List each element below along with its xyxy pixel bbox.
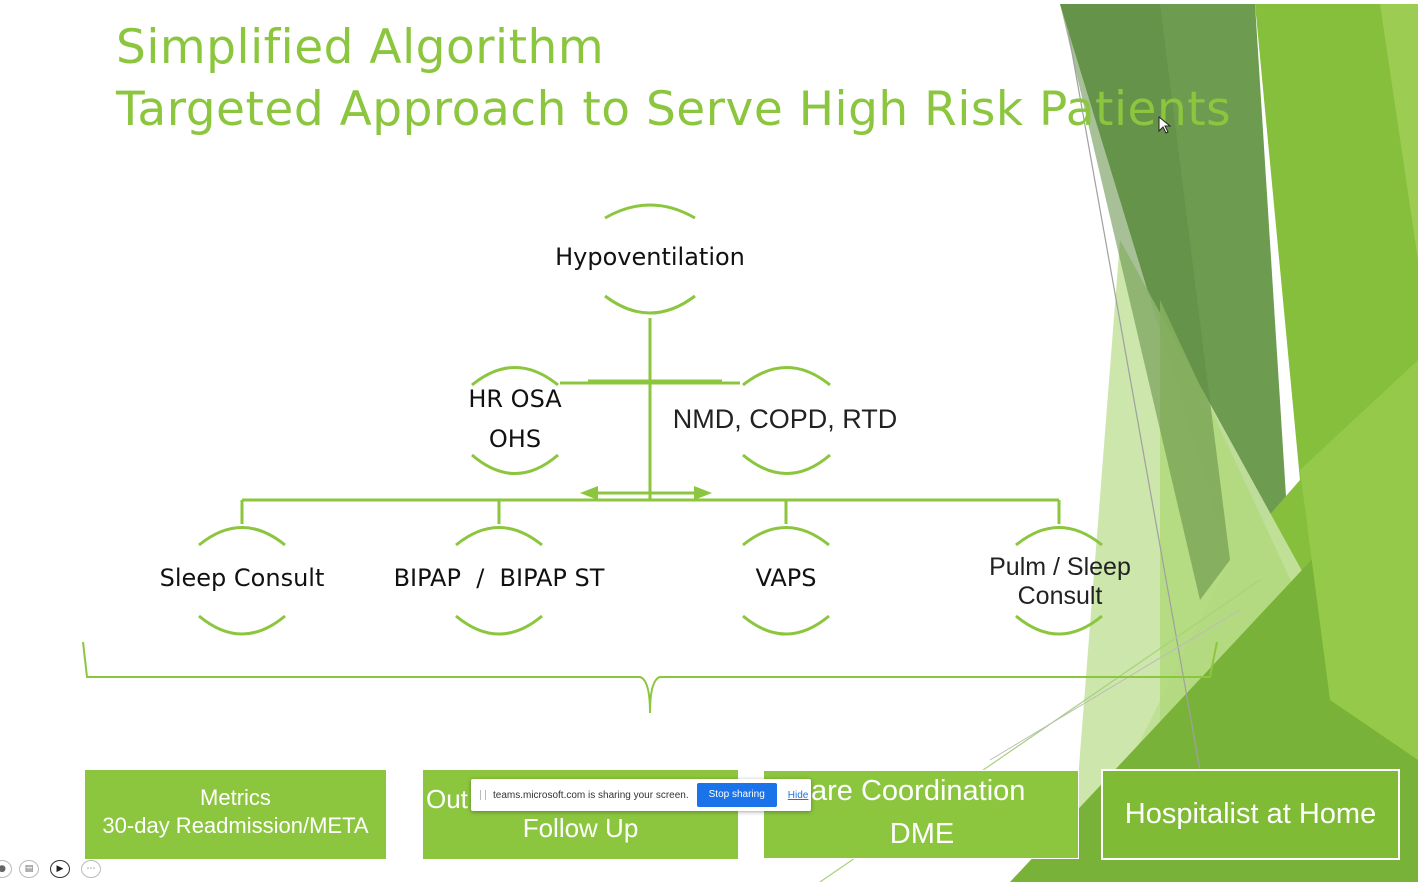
arrow-head-right: [694, 486, 712, 500]
outpatient-title: Out: [426, 784, 468, 814]
node-hypoventilation: Hypoventilation: [555, 243, 745, 271]
hospitalist-label: Hospitalist at Home: [1124, 798, 1377, 830]
stop-sharing-button[interactable]: Stop sharing: [696, 783, 777, 807]
mouse-cursor-icon: [1158, 116, 1172, 134]
metrics-title: Metrics: [200, 785, 271, 810]
right-node-arc-bottom: [742, 453, 831, 475]
right-node-arc-top: [742, 366, 831, 387]
leaf3-arc-bottom: [742, 614, 830, 636]
camera-icon[interactable]: ▶: [50, 860, 70, 878]
metrics-box: Metrics 30-day Readmission/META: [85, 770, 386, 859]
captions-icon[interactable]: ▤: [19, 860, 39, 878]
slide-title-line2: Targeted Approach to Serve High Risk Pat…: [116, 82, 1232, 137]
more-icon[interactable]: ⋯: [81, 860, 101, 878]
hide-link[interactable]: Hide: [787, 789, 809, 801]
dark-diagonal-shape: [1060, 4, 1230, 600]
node-vaps: VAPS: [755, 564, 817, 592]
root-arc-top: [604, 203, 696, 220]
node-ohs: OHS: [488, 425, 542, 453]
leaf4-arc-top: [1015, 526, 1103, 547]
node-nmd-copd-rtd: NMD, COPD, RTD: [672, 404, 898, 434]
share-message: teams.microsoft.com is sharing your scre…: [493, 789, 689, 801]
root-arc-bottom: [604, 294, 696, 315]
followup-label: Follow Up: [522, 813, 639, 843]
thin-gray-diagonal: [989, 609, 1241, 761]
screen-share-bar: teams.microsoft.com is sharing your scre…: [471, 779, 811, 811]
arrow-head-left: [580, 486, 598, 500]
care-coordination-box: are Coordination DME: [763, 770, 1079, 859]
leaf4-arc-bottom: [1015, 614, 1103, 636]
grouping-brace: [82, 641, 1218, 714]
node-hr-osa: HR OSA: [468, 385, 562, 413]
dme-label: DME: [889, 818, 955, 850]
care-coordination-title: are Coordination: [811, 775, 1026, 807]
right-green-wedge: [1300, 360, 1418, 760]
light-green-corner: [1380, 4, 1418, 260]
leaf2-arc-top: [455, 526, 543, 547]
node-sleep-consult: Sleep Consult: [159, 564, 325, 592]
left-node-arc-top: [471, 366, 559, 387]
left-node-arc-bottom: [471, 453, 559, 475]
metrics-subtitle: 30-day Readmission/META: [102, 813, 369, 838]
leaf1-arc-bottom: [198, 614, 286, 636]
drag-handle-icon[interactable]: [480, 790, 486, 800]
node-bipap: BIPAP / BIPAP ST: [393, 564, 605, 592]
leaf1-arc-top: [198, 526, 286, 547]
leaf2-arc-bottom: [455, 614, 543, 636]
hospitalist-box: Hospitalist at Home: [1101, 769, 1400, 860]
node-consult: Consult: [1017, 582, 1103, 610]
slide-title-line1: Simplified Algorithm: [116, 20, 605, 75]
leaf3-arc-top: [742, 526, 830, 547]
node-pulm-sleep: Pulm / Sleep: [989, 553, 1131, 581]
